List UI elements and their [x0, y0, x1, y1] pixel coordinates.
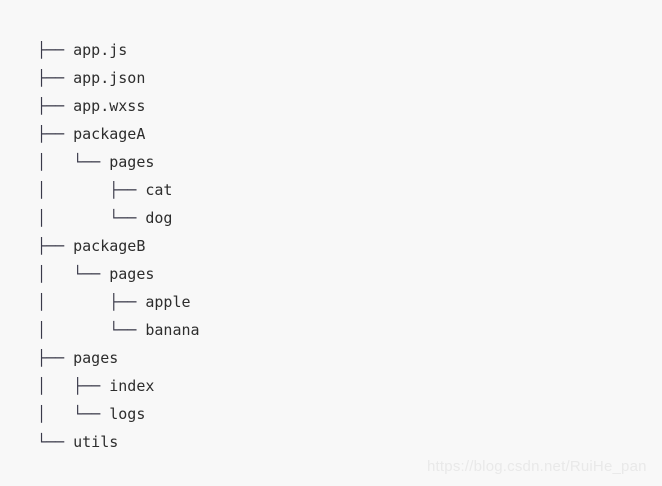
- watermark: https://blog.csdn.net/RuiHe_pan: [427, 458, 647, 475]
- tree-node-label: utils: [73, 433, 119, 451]
- tree-row: │ ├── apple: [37, 288, 637, 316]
- tree-node-label: packageA: [73, 125, 146, 143]
- tree-node-label: pages: [73, 349, 119, 367]
- tree-row: ├── app.js: [37, 36, 637, 64]
- tree-node-label: apple: [145, 293, 191, 311]
- directory-tree: ├── app.js├── app.json├── app.wxss├── pa…: [37, 36, 637, 456]
- tree-branch-connector: ├──: [37, 41, 74, 59]
- tree-row: ├── pages: [37, 344, 637, 372]
- tree-node-label: pages: [109, 153, 155, 171]
- tree-node-label: dog: [145, 209, 173, 227]
- tree-branch-connector: ├──: [37, 69, 74, 87]
- tree-branch-connector: ├──: [37, 237, 74, 255]
- tree-row: ├── app.wxss: [37, 92, 637, 120]
- tree-row: └── utils: [37, 428, 637, 456]
- tree-branch-connector: ├──: [37, 349, 74, 367]
- tree-branch-connector: │ ├──: [37, 181, 146, 199]
- tree-row: ├── packageA: [37, 120, 637, 148]
- tree-node-label: index: [109, 377, 155, 395]
- tree-node-label: packageB: [73, 237, 146, 255]
- tree-branch-connector: │ └──: [37, 209, 146, 227]
- tree-node-label: cat: [145, 181, 173, 199]
- tree-branch-connector: ├──: [37, 97, 74, 115]
- tree-row: ├── app.json: [37, 64, 637, 92]
- tree-node-label: pages: [109, 265, 155, 283]
- tree-row: ├── packageB: [37, 232, 637, 260]
- tree-branch-connector: │ └──: [37, 153, 110, 171]
- tree-branch-connector: └──: [37, 433, 74, 451]
- tree-branch-connector: │ └──: [37, 265, 110, 283]
- tree-row: │ └── logs: [37, 400, 637, 428]
- tree-branch-connector: ├──: [37, 125, 74, 143]
- tree-row: │ └── banana: [37, 316, 637, 344]
- tree-node-label: logs: [109, 405, 146, 423]
- tree-node-label: banana: [145, 321, 200, 339]
- tree-row: │ ├── index: [37, 372, 637, 400]
- tree-branch-connector: │ ├──: [37, 293, 146, 311]
- tree-node-label: app.wxss: [73, 97, 146, 115]
- tree-node-label: app.json: [73, 69, 146, 87]
- tree-branch-connector: │ ├──: [37, 377, 110, 395]
- tree-branch-connector: │ └──: [37, 321, 146, 339]
- tree-node-label: app.js: [73, 41, 128, 59]
- tree-branch-connector: │ └──: [37, 405, 110, 423]
- tree-row: │ ├── cat: [37, 176, 637, 204]
- tree-row: │ └── dog: [37, 204, 637, 232]
- tree-row: │ └── pages: [37, 148, 637, 176]
- tree-row: │ └── pages: [37, 260, 637, 288]
